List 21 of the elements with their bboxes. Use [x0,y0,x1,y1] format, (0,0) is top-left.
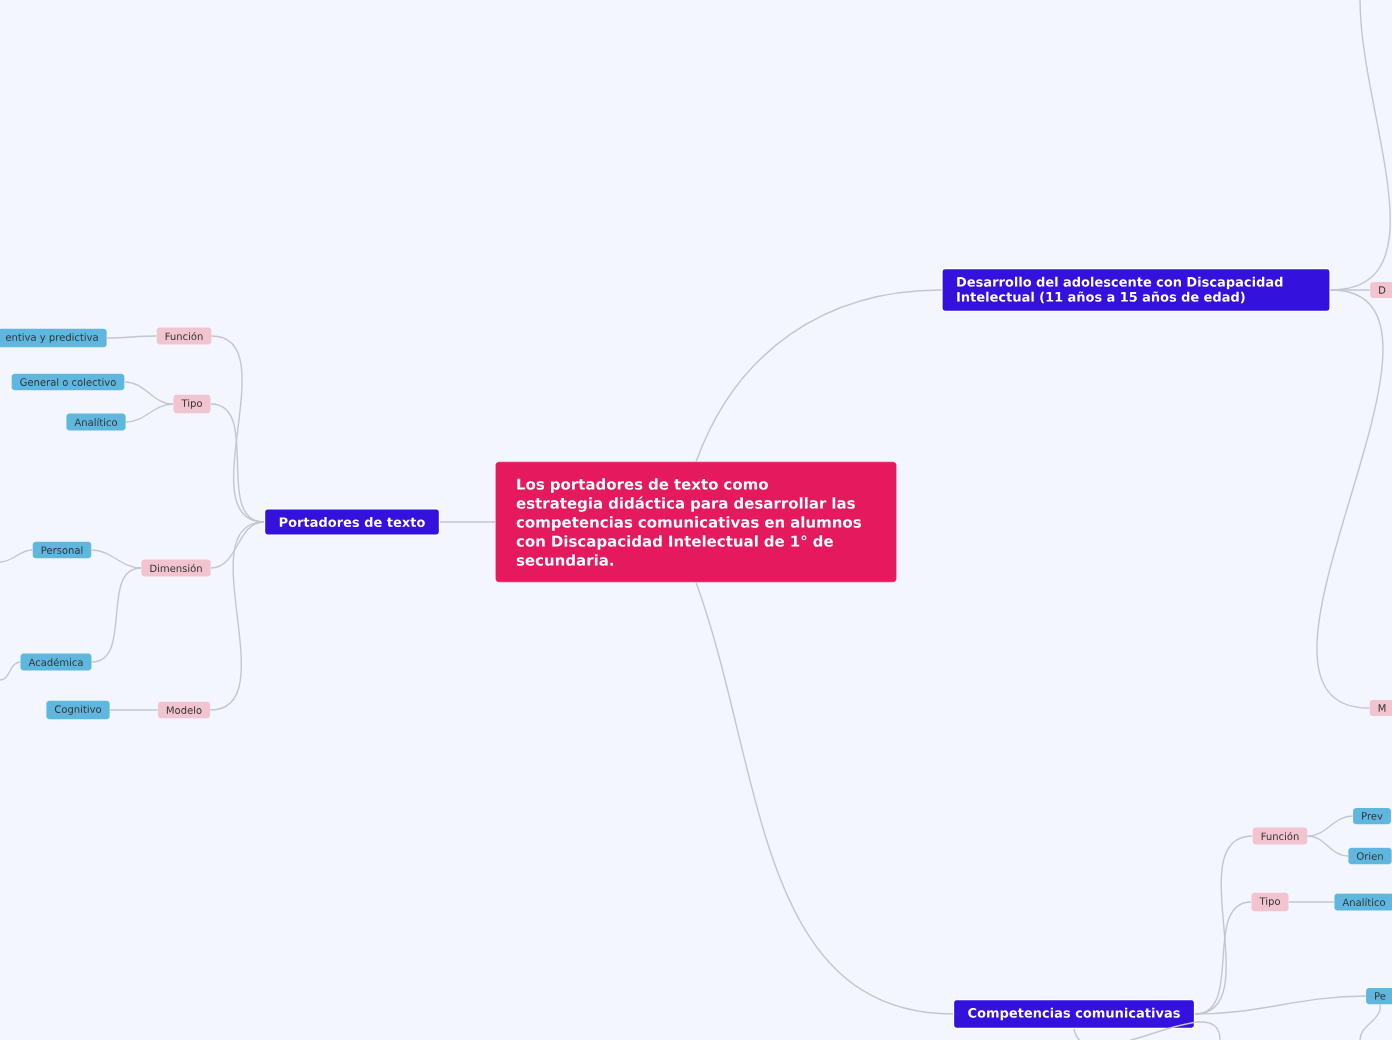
connector-line [1316,289,1384,709]
connector-line [0,661,21,681]
connector-line [1073,1021,1221,1040]
connector-line [91,567,142,663]
connector-line [209,521,265,711]
connector-line [695,581,954,1015]
connector-line [439,521,497,523]
connector-line [125,403,174,423]
connector-line [1288,901,1335,903]
connector-line [1359,1003,1381,1040]
connector-line [90,549,142,569]
connector-line [210,403,265,523]
connector-line [124,381,174,405]
connector-line [1329,0,1391,291]
connector-line [1307,815,1354,837]
connector-line [109,709,159,711]
connector-line [1307,835,1349,857]
connector-line [1194,995,1367,1015]
connector-line [695,289,943,463]
connector-line [106,335,157,339]
connector-line [0,549,34,563]
